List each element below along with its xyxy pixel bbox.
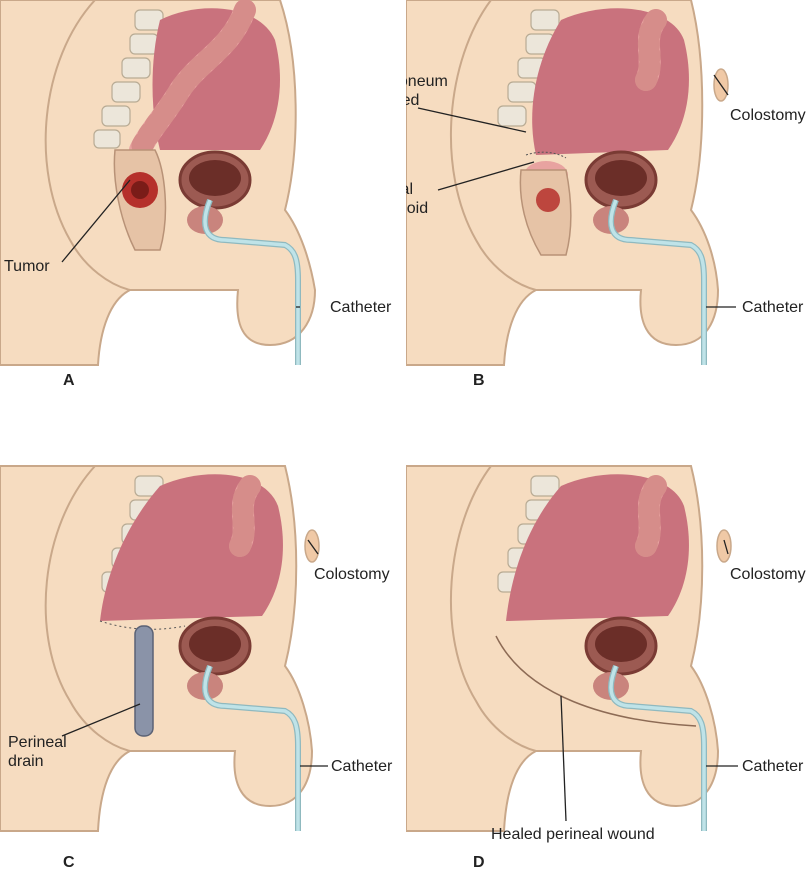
panel-a-illustration [0,0,317,366]
label-colostomy: Colostomy [730,107,806,124]
label-colostomy: Colostomy [314,566,390,583]
buttock [44,465,131,752]
perineal-drain [134,625,154,737]
rectal-stump [519,169,572,256]
label-catheter: Catheter [742,299,804,316]
spine [93,9,164,149]
panel-letter: B [473,372,485,389]
panel-c: Colostomy Perineal drain Catheter C [0,436,406,871]
panel-b: Peritoneum sutured Distal sigmoid Colost… [406,0,812,435]
colostomy-stoma [716,529,732,563]
label-distal-sigmoid: Distal sigmoid [406,181,429,217]
label-catheter: Catheter [331,758,393,775]
panel-d: Colostomy Catheter Healed perineal wound… [406,436,812,871]
label-healed-perineal-wound: Healed perineal wound [491,826,655,843]
label-catheter: Catheter [330,299,392,316]
buttock [449,465,537,752]
panel-letter: A [63,372,75,389]
panel-b-illustration [406,0,736,366]
panel-d-illustration [406,465,738,832]
panel-letter: C [63,854,75,871]
buttock [44,0,131,291]
label-tumor: Tumor [4,258,50,275]
label-perineal-drain: Perineal drain [8,734,67,770]
panel-c-illustration [0,465,328,832]
buttock [449,0,537,291]
abdominal-cavity [532,8,689,156]
label-peritoneum-sutured: Peritoneum sutured [406,73,448,109]
panel-letter: D [473,854,485,871]
label-colostomy: Colostomy [730,566,806,583]
abdominal-cavity [152,8,280,151]
healed-perineal-fold [495,635,697,727]
panel-a: Tumor Catheter A [0,0,406,435]
label-catheter: Catheter [742,758,804,775]
